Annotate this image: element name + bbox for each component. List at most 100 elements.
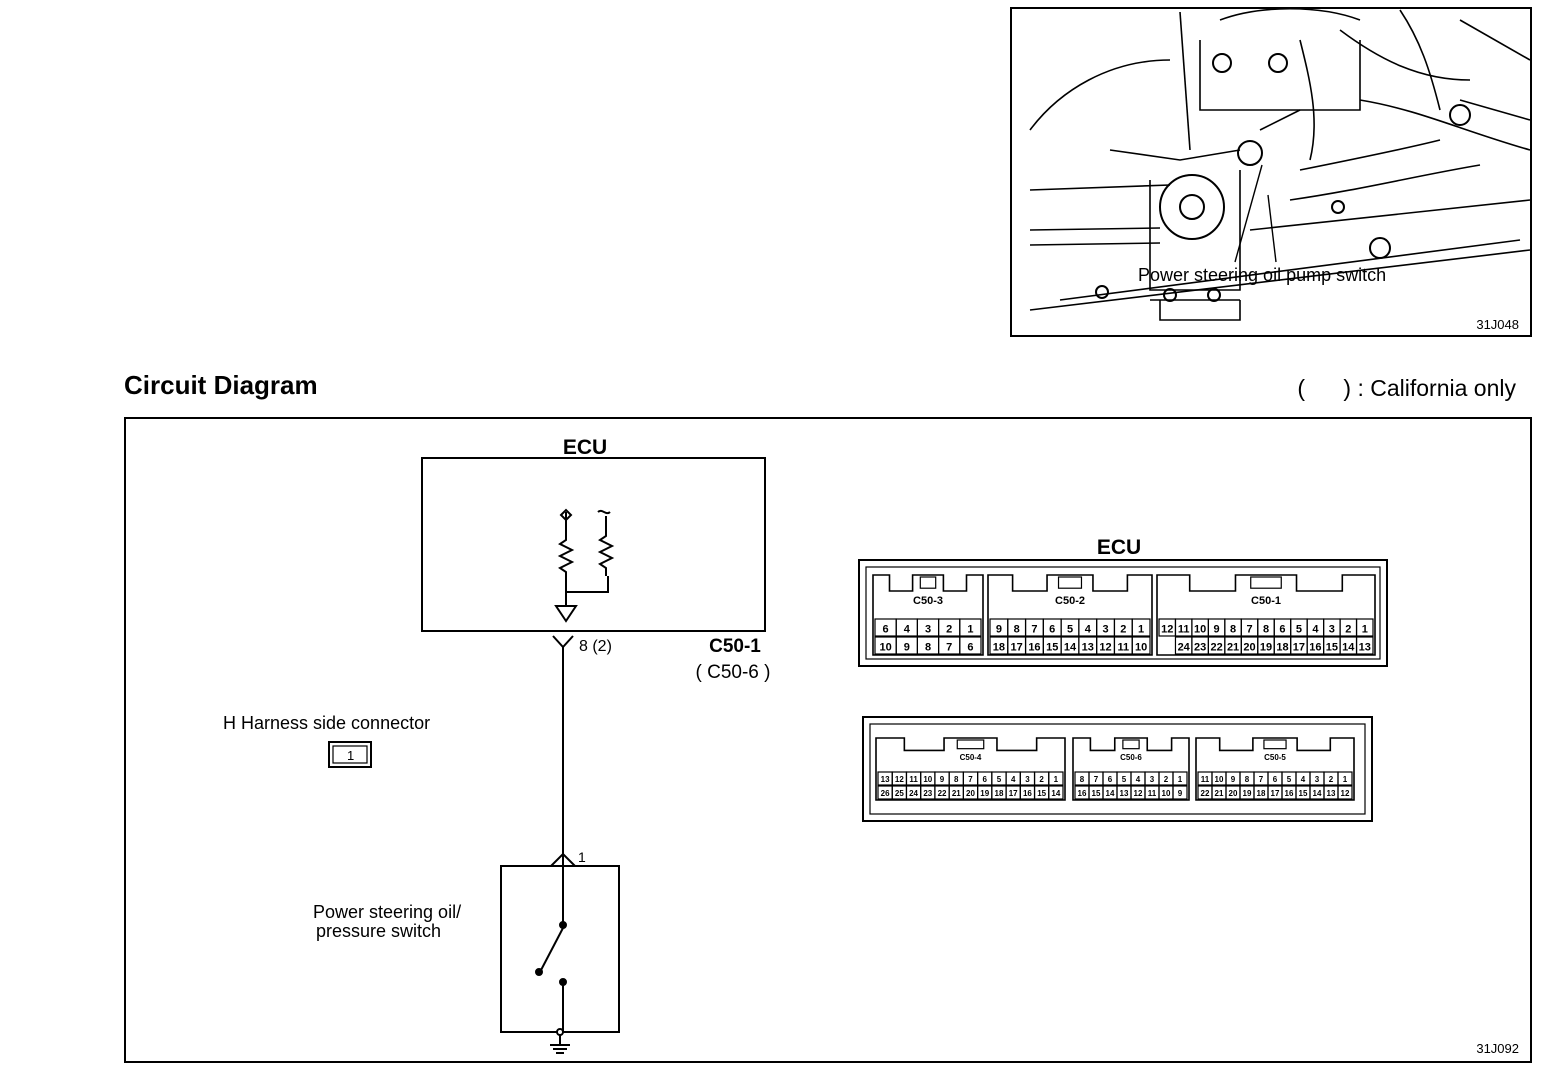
- connector-pin-number: 4: [1301, 775, 1306, 784]
- connector-pin-cell: [1355, 636, 1374, 655]
- connector-pin-number: 18: [1276, 641, 1288, 653]
- connector-pin-number: 8: [1245, 775, 1250, 784]
- connector-pin-number: 4: [1011, 775, 1016, 784]
- connector-pin-number: 2: [1120, 623, 1126, 635]
- connector-pin-number: 10: [1215, 775, 1224, 784]
- connector-alt-label: ( C50-6 ): [696, 662, 771, 683]
- connector-pin-number: 16: [1078, 789, 1087, 798]
- component-location-illustration: Power steering oil pump switch 31J048: [1010, 7, 1532, 337]
- connector-pin-number: 10: [879, 641, 891, 653]
- connector-label: C50-1: [709, 636, 761, 657]
- connector-pin-number: 15: [1037, 789, 1046, 798]
- connector-pin-number: 6: [883, 623, 889, 635]
- harness-connector-symbol: [328, 741, 372, 768]
- connector-pin-number: 1: [1343, 775, 1348, 784]
- connector-pin-number: 22: [1201, 789, 1210, 798]
- photo-label: Power steering oil pump switch: [1138, 265, 1386, 285]
- connector-pin-number: 4: [1312, 623, 1319, 635]
- connector-pin-number: 5: [1287, 775, 1292, 784]
- connector-pin-number: 8: [1080, 775, 1085, 784]
- ecu-connector-row2-outer: [862, 716, 1373, 822]
- connector-pin-number: 13: [1327, 789, 1336, 798]
- connector-pin-number: 9: [1231, 775, 1236, 784]
- connector-pin-number: 5: [1296, 623, 1302, 635]
- connector-pin-number: 26: [881, 789, 890, 798]
- connector-pin-number: 25: [895, 789, 904, 798]
- connector-pin-number: 2: [1345, 623, 1351, 635]
- connector-name: C50-5: [1264, 753, 1286, 762]
- connector-pin-number: 20: [1229, 789, 1238, 798]
- connector-pin-number: 20: [966, 789, 975, 798]
- connector-pin-cell: [1048, 785, 1064, 800]
- connector-pin-number: 7: [1259, 775, 1264, 784]
- connector-pin-number: 8: [1014, 623, 1020, 635]
- connector-pin-number: 22: [938, 789, 947, 798]
- connector-pin-number: 14: [1106, 789, 1115, 798]
- ecu-box: [421, 457, 766, 632]
- ecu-internal-circuit: [554, 508, 615, 623]
- connector-pin-number: 6: [1108, 775, 1113, 784]
- connector-pin-number: 17: [1011, 641, 1023, 653]
- connector-pin-number: 3: [1025, 775, 1030, 784]
- connector-pin-cell: [1172, 771, 1188, 786]
- connector-pin-number: 2: [946, 623, 952, 635]
- connector-pin-number: 2: [1329, 775, 1334, 784]
- connector-pin-number: 7: [946, 641, 952, 653]
- pressure-switch-box: [500, 865, 620, 1033]
- connector-pin-number: 10: [923, 775, 932, 784]
- connector-pin-number: 23: [1194, 641, 1206, 653]
- connector-pin-number: 16: [1028, 641, 1040, 653]
- connector-pin-number: 8: [1263, 623, 1269, 635]
- connector-pin-number: 19: [980, 789, 989, 798]
- connector-pin-number: 8: [954, 775, 959, 784]
- connector-pin-number: 6: [1049, 623, 1055, 635]
- connector-name: C50-2: [1055, 595, 1085, 607]
- connector-pin-number: 12: [1161, 623, 1173, 635]
- circuit-heading: Circuit Diagram: [124, 370, 318, 400]
- connector-pin-number: 12: [1134, 789, 1143, 798]
- connector-pin-number: 9: [904, 641, 910, 653]
- connector-pin-number: 15: [1046, 641, 1058, 653]
- connector-pin-number: 5: [997, 775, 1002, 784]
- connector-pin-cell: [1172, 785, 1188, 800]
- connector-pin-number: 14: [1342, 641, 1355, 653]
- connector-pin-number: 13: [881, 775, 890, 784]
- connector-pin-number: 3: [1102, 623, 1108, 635]
- connector-pin-cell: [1355, 618, 1374, 637]
- connector-pin-number: 18: [995, 789, 1004, 798]
- switch-pin-label: 1: [578, 849, 586, 865]
- connector-pin-number: 3: [925, 623, 931, 635]
- signal-wire: [550, 635, 576, 925]
- connector-pin-number: 2: [1164, 775, 1169, 784]
- photo-figure-code: 31J048: [1476, 317, 1519, 332]
- connector-pin-number: 8: [1230, 623, 1236, 635]
- connector-pin-number: 16: [1023, 789, 1032, 798]
- connector-pin-cell: [1131, 618, 1151, 637]
- california-legend: ( ) : California only: [1297, 375, 1516, 401]
- connector-pin-number: 14: [1064, 641, 1077, 653]
- connector-pin-number: 24: [909, 789, 918, 798]
- connector-pin-number: 8: [925, 641, 931, 653]
- connector-pin-number: 2: [1039, 775, 1044, 784]
- connector-pin-number: 6: [1279, 623, 1285, 635]
- connector-pin-number: 1: [1138, 623, 1144, 635]
- connector-pin-number: 1: [1054, 775, 1059, 784]
- connector-name: C50-4: [960, 753, 982, 762]
- connector-pin-number: 9: [1214, 623, 1220, 635]
- connector-pin-number: 9: [996, 623, 1002, 635]
- connector-pin-number: 12: [1341, 789, 1350, 798]
- connector-pin-number: 3: [1315, 775, 1320, 784]
- ecu-pin-label: 8 (2): [579, 638, 612, 655]
- connector-pin-number: 10: [1162, 789, 1171, 798]
- connector-pin-number: 17: [1293, 641, 1305, 653]
- connector-pin-cell: [1048, 771, 1064, 786]
- connector-pin-number: 11: [1118, 641, 1130, 653]
- connector-pin-number: 21: [1215, 789, 1224, 798]
- connector-pin-number: 7: [968, 775, 973, 784]
- connector-pin-number: 22: [1210, 641, 1222, 653]
- connector-pin-cell: [959, 636, 982, 655]
- connector-pin-number: 6: [1273, 775, 1278, 784]
